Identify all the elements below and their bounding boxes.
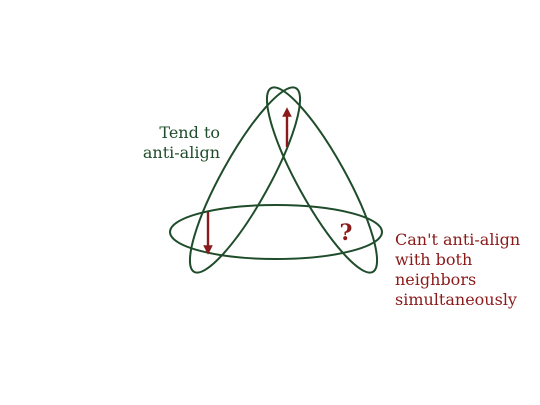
bond-ellipse-right-diagonal [265, 86, 379, 274]
bond-ellipse-left-diagonal [188, 86, 302, 274]
frustrated-spin-question-mark: ? [340, 220, 353, 246]
cant-label-line-4: simultaneously [395, 290, 517, 309]
cant-label-line-1: Can't anti-align [395, 230, 521, 249]
cant-anti-align-label: Can't anti-align with both neighbors sim… [395, 230, 535, 310]
tend-label-line-1: Tend to [159, 123, 220, 142]
tend-to-anti-align-label: Tend to anti-align [120, 123, 220, 163]
bond-ellipse-horizontal [169, 204, 383, 260]
tend-label-line-2: anti-align [142, 143, 220, 162]
cant-label-line-3: neighbors [395, 270, 477, 289]
cant-label-line-2: with both [395, 250, 473, 269]
